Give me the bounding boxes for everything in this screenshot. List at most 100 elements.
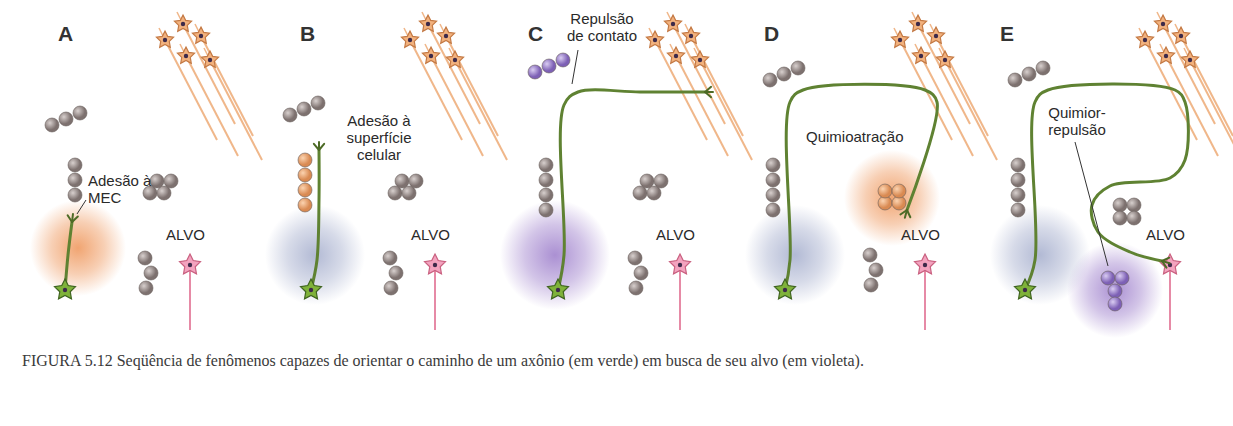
neuron-soma [548,279,569,299]
nucleus [689,34,693,38]
cell [144,266,158,280]
panel [745,12,997,330]
callout-text: Adesão à superfície celular [333,112,425,163]
cell [388,186,402,200]
cell [629,281,643,295]
cell [539,203,553,217]
nucleus [208,58,212,62]
panel-letter: A [58,22,88,46]
neuron-soma [1160,254,1181,274]
figure-caption: FIGURA 5.12 Seqüência de fenômenos capaz… [22,350,1202,371]
neuron-soma [891,31,908,47]
pyramidal-axon [945,60,997,160]
neuron-soma [1157,47,1174,63]
neuron-soma [936,51,953,67]
neuron-soma [446,51,463,67]
target-axon [189,268,191,330]
neuron-soma [927,27,944,43]
neuron-soma [670,254,691,274]
nucleus [444,34,448,38]
panel [990,12,1233,338]
cell [1011,173,1025,187]
nucleus [916,22,920,26]
cell [766,158,780,172]
target-label: ALVO [411,226,461,243]
cell [150,174,164,188]
pyramidal-axon [210,60,262,160]
cell [539,158,553,172]
cell [138,251,152,265]
growth-cone [705,92,711,97]
pyramidal-axon [921,56,973,156]
cell [384,281,398,295]
cell [763,73,777,87]
pyramidal-axon [700,60,752,160]
cell [766,188,780,202]
cell [383,251,397,265]
chemical-gradient [500,200,610,310]
callout-text: Adesão à MEC [88,172,168,206]
neuron-soma [301,279,322,299]
neuron-soma [1136,31,1153,47]
neuron-soma [909,15,926,31]
pyramidal-axon [201,36,253,136]
nucleus [678,263,682,267]
cell [297,102,311,116]
cell [402,186,416,200]
target-label: ALVO [901,226,951,243]
callout-text: Repulsão de contato [560,10,644,44]
panel [30,12,262,330]
growth-cone [72,217,78,222]
neuron-soma [664,15,681,31]
cell [628,251,642,265]
cell [298,183,312,197]
cell [164,174,178,188]
cell [45,118,59,132]
neuron-soma [682,27,699,43]
neuron-soma [192,27,209,43]
nucleus [1023,288,1027,292]
cell [1115,271,1129,285]
cell [395,174,409,188]
nucleus [934,34,938,38]
nucleus [674,54,678,58]
cell [542,59,556,73]
cell [634,266,648,280]
cell [1108,284,1122,298]
cell [647,186,661,200]
cell [1101,271,1115,285]
cell [864,278,878,292]
cell [539,173,553,187]
nucleus [1164,54,1168,58]
nucleus [783,288,787,292]
pyramidal-axon [936,36,988,136]
cell [556,53,570,67]
cell [1011,188,1025,202]
chemical-gradient [1067,242,1163,338]
cell [298,168,312,182]
nucleus [426,22,430,26]
neuron-soma [419,15,436,31]
cell [1108,297,1122,311]
nucleus [188,263,192,267]
cell [539,188,553,202]
cell [409,174,423,188]
nucleus [163,38,167,42]
growth-cone [1162,261,1166,268]
nucleus [429,54,433,58]
neuron-soma [1181,51,1198,67]
pyramidal-axon [428,24,480,124]
nucleus [1143,38,1147,42]
neuron-soma [180,254,201,274]
pyramidal-axon [186,56,238,156]
neuron-soma [422,47,439,63]
panel [500,12,752,330]
cell [633,186,647,200]
target-axon [679,268,681,330]
pyramidal-axon [183,24,235,124]
cell [283,108,297,122]
nucleus [898,38,902,42]
neuron-soma [667,47,684,63]
cell [1011,158,1025,172]
nucleus [63,288,67,292]
